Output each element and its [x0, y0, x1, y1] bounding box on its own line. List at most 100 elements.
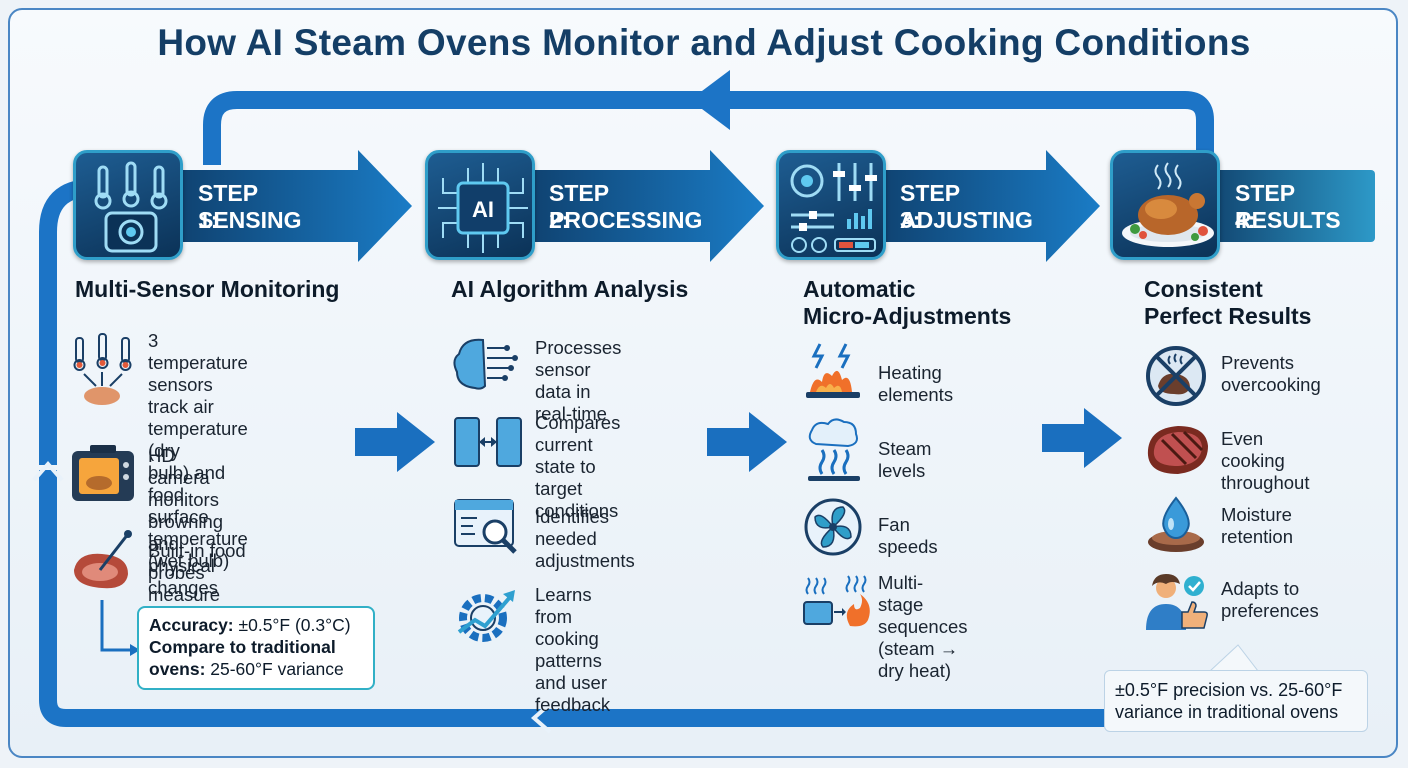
text-line: Prevents: [1221, 352, 1295, 373]
text-line: Learns from cooking: [535, 584, 599, 649]
arrow-step1-to-step2: [355, 412, 435, 472]
arrow-step3-to-step4: [1042, 408, 1122, 468]
accuracy-label: Accuracy:: [149, 615, 234, 635]
text-line: track air temperature (dry: [148, 396, 248, 461]
water-drop-icon: [1148, 496, 1204, 552]
text-line: Compares current: [535, 412, 621, 455]
step-4-heading-line1: Consistent: [1144, 276, 1263, 302]
ai-chip-label: AI: [472, 197, 494, 222]
heating-element-icon: [806, 343, 860, 398]
text-line: Processes sensor: [535, 337, 622, 380]
text-line: Identifies needed: [535, 506, 610, 549]
text-line: temperature (wet bulb): [148, 528, 248, 571]
precision-note-line-2: variance in traditional ovens: [1115, 702, 1339, 722]
text-line: retention: [1221, 526, 1293, 547]
accuracy-line-1: Accuracy: ±0.5°F (0.3°C): [149, 614, 363, 636]
accuracy-connector: [100, 600, 140, 656]
sensing-item-1-text: 3 temperature sensors track air temperat…: [148, 330, 248, 572]
text-line: (steam → dry heat): [878, 638, 959, 681]
text-line: sequences: [878, 616, 968, 637]
step-3-heading-line1: Automatic: [803, 276, 916, 302]
text-line: browning and physical: [148, 511, 224, 576]
step-1-arrow-band: [150, 150, 412, 262]
steam-icon: [808, 418, 860, 481]
result-item-1-text: Prevents overcooking: [1221, 352, 1321, 396]
result-item-3-text: Moisture retention: [1221, 504, 1293, 548]
step-3-name: ADJUSTING: [900, 207, 1033, 233]
adjusting-item-2-text: Steam levels: [878, 438, 932, 481]
compare-label: Compare to traditional: [149, 637, 336, 657]
processing-item-2-text: Compares current state to target conditi…: [535, 412, 620, 522]
step-2-heading: AI Algorithm Analysis: [451, 276, 689, 302]
adjusting-item-3-text: Fan speeds: [878, 514, 938, 557]
control-panel-icon: [776, 150, 886, 260]
oven-camera-icon: [72, 445, 134, 501]
text-line: Moisture: [1221, 504, 1292, 525]
result-item-2-text: Even cooking throughout: [1221, 428, 1309, 494]
accuracy-line-3: ovens: 25-60°F variance: [149, 658, 363, 680]
thermometers-icon: [73, 333, 132, 405]
variance-value: 25-60°F variance: [205, 659, 344, 679]
precision-note: ±0.5°F precision vs. 25-60°F variance in…: [1104, 670, 1368, 732]
text-line: changes: [148, 577, 218, 598]
step-2-arrow-band: [500, 150, 764, 262]
no-overcooking-icon: [1146, 346, 1206, 406]
text-line: HD camera monitors: [148, 445, 219, 510]
search-window-icon: [454, 499, 517, 554]
step-4-heading: Consistent Perfect Results: [1144, 276, 1311, 330]
step-2-number: STEP 2:: [549, 180, 609, 233]
text-line: Built-in food probes: [148, 540, 246, 583]
text-line: conditions: [535, 500, 619, 521]
step-4-name: RESULTS: [1235, 207, 1341, 233]
text-line: overcooking: [1221, 374, 1321, 395]
text-line: 3 temperature sensors: [148, 330, 248, 395]
processing-item-4-text: Learns from cooking patterns and user fe…: [535, 584, 610, 716]
accuracy-value: ±0.5°F (0.3°C): [233, 615, 351, 635]
step-1-number: STEP 1:: [198, 180, 258, 233]
step-2-name: PROCESSING: [549, 207, 703, 233]
text-line: throughout: [1221, 472, 1310, 493]
step-1-heading: Multi-Sensor Monitoring: [75, 276, 340, 302]
ai-chip-icon: AI: [425, 150, 535, 260]
step-1-name: SENSING: [198, 207, 302, 233]
accuracy-line-2: Compare to traditional: [149, 636, 363, 658]
sensors-icon: [73, 150, 183, 260]
text-line: feedback: [535, 694, 611, 715]
page-title: How AI Steam Ovens Monitor and Adjust Co…: [157, 22, 1251, 63]
adjusting-item-4-text: Multi-stage sequences (steam → dry heat): [878, 572, 967, 682]
adjusting-item-1-text: Heating elements: [878, 362, 954, 405]
step-4-heading-line2: Perfect Results: [1144, 303, 1312, 329]
text-line: data in real-time: [535, 381, 607, 424]
step-3-heading: Automatic Micro-Adjustments: [803, 276, 1011, 330]
processing-item-1-text: Processes sensor data in real-time: [535, 337, 621, 425]
steak-icon: [1147, 426, 1208, 474]
learning-gear-icon: [457, 590, 515, 642]
bottom-loop-arrowhead: [530, 702, 552, 734]
sensing-item-2-text: HD camera monitors browning and physical…: [148, 445, 223, 599]
text-line: state to target: [535, 456, 596, 499]
left-loop-arrowhead: [32, 460, 64, 482]
arrow-step2-to-step3: [707, 412, 787, 472]
top-loop-arrowhead: [690, 70, 730, 130]
precision-note-line-1: ±0.5°F precision vs. 25-60°F: [1115, 680, 1343, 700]
text-line: patterns and user: [535, 650, 607, 693]
multi-stage-icon: [803, 575, 870, 627]
text-line: Multi-stage: [878, 572, 924, 615]
text-line: Even cooking: [1221, 428, 1285, 471]
brain-circuit-icon: [453, 338, 518, 390]
text-line: bulb) and food surface: [148, 462, 226, 527]
bottom-loop-path-lower: [39, 470, 1110, 727]
food-probe-icon: [74, 530, 132, 589]
step-4-band: [1190, 170, 1375, 242]
roast-chicken-icon: [1110, 150, 1220, 260]
result-item-4-text: Adapts to preferences: [1221, 578, 1319, 622]
compare-documents-icon: [454, 417, 522, 467]
processing-item-3-text: Identifies needed adjustments: [535, 506, 635, 572]
step-3-number: STEP 3:: [900, 180, 960, 233]
ovens-label: ovens:: [149, 659, 206, 679]
text-line: preferences: [1221, 600, 1319, 621]
step-3-heading-line2: Micro-Adjustments: [803, 303, 1012, 329]
text-line: Adapts to: [1221, 578, 1300, 599]
